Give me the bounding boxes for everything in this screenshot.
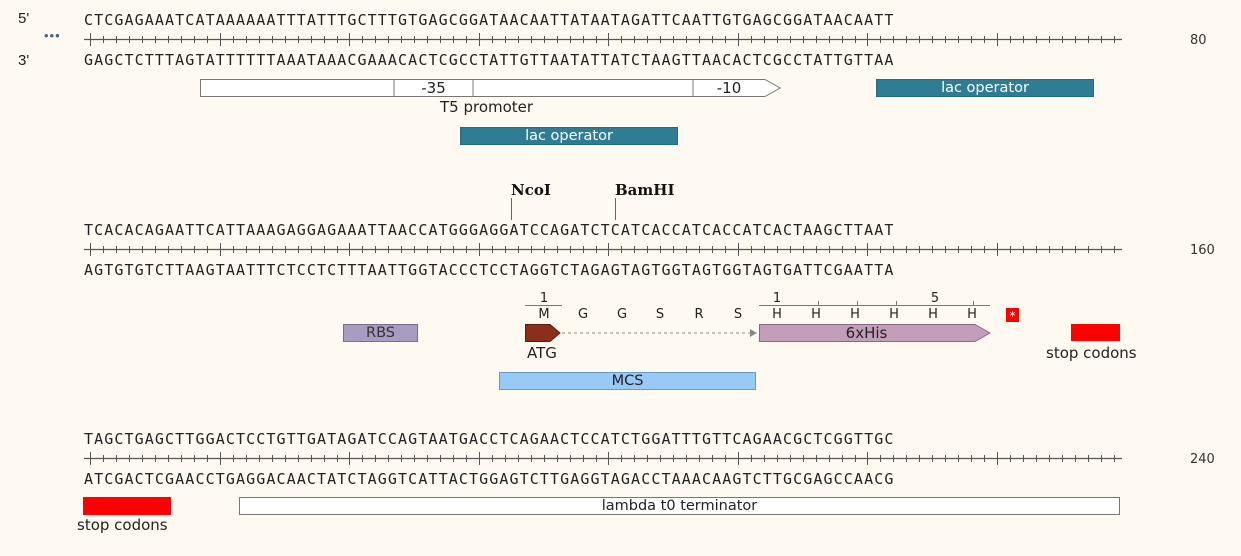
minus10-box: -10	[716, 79, 742, 97]
his-index-1: 1	[772, 291, 782, 306]
row1-top-strand: CTCGAGAAATCATAAAAAATTTATTTGCTTTGTGAGCGGA…	[84, 11, 895, 29]
atg-label: ATG	[527, 344, 557, 362]
residue: H	[850, 307, 860, 322]
three-prime-label: 3'	[18, 52, 30, 69]
row3-top-strand: TAGCTGAGCTTGGACTCCTGTTGATAGATCCAGTAATGAC…	[84, 430, 895, 448]
stop-codons-box-2[interactable]	[83, 497, 171, 515]
stop-codons-box-1[interactable]	[1071, 324, 1120, 341]
ellipsis-icon[interactable]: •••	[44, 28, 61, 43]
lac-operator-feature-1[interactable]: lac operator	[876, 79, 1094, 97]
row2-ruler	[84, 243, 1122, 256]
minus35-box: -35	[421, 79, 446, 97]
row2-bottom-strand: AGTGTGTCTTAAGTAATTTCTCCTCTTTAATTGGTACCCT…	[84, 261, 895, 279]
his-index-5: 5	[930, 291, 940, 306]
mcs-feature[interactable]: MCS	[499, 372, 756, 390]
residue: H	[889, 307, 899, 322]
residue: S	[733, 307, 743, 322]
bamhi-site-label[interactable]: BamHI	[615, 181, 675, 199]
his-tag-label[interactable]: 6xHis	[845, 324, 888, 342]
residue: H	[811, 307, 821, 322]
translation-index-1: 1	[539, 291, 549, 306]
stop-codons-label-1: stop codons	[1046, 344, 1137, 362]
residue: R	[694, 307, 704, 322]
lambda-terminator-feature[interactable]: lambda t0 terminator	[239, 497, 1120, 515]
row1-position: 80	[1190, 33, 1207, 48]
residue: G	[616, 307, 628, 322]
residue: S	[655, 307, 665, 322]
translation-ruler	[525, 301, 990, 306]
cut-site-lines	[511, 198, 616, 220]
residue: H	[928, 307, 938, 322]
row3-position: 240	[1190, 452, 1215, 467]
orf-graphics	[525, 324, 992, 342]
t5-promoter-label: T5 promoter	[440, 98, 534, 116]
t5-promoter-feature[interactable]	[200, 79, 782, 99]
row2-top-strand: TCACACAGAATTCATTAAAGAGGAGAAATTAACCATGGGA…	[84, 221, 895, 239]
rbs-feature[interactable]: RBS	[343, 324, 418, 342]
row3-ruler	[84, 452, 1122, 465]
row2-position: 160	[1190, 243, 1215, 258]
residue: H	[967, 307, 977, 322]
residue: M	[538, 307, 550, 322]
stop-codons-label-2: stop codons	[77, 516, 168, 534]
ncoi-site-label[interactable]: NcoI	[511, 181, 551, 199]
residue: H	[772, 307, 782, 322]
row3-bottom-strand: ATCGACTCGAACCTGAGGACAACTATCTAGGTCATTACTG…	[84, 470, 895, 488]
residue: G	[577, 307, 589, 322]
row1-ruler	[84, 33, 1122, 46]
stop-star-icon[interactable]: *	[1006, 308, 1019, 323]
lac-operator-feature-2[interactable]: lac operator	[460, 127, 678, 145]
row1-bottom-strand: GAGCTCTTTAGTATTTTTTAAATAAACGAAACACTCGCCT…	[84, 51, 895, 69]
five-prime-label: 5'	[18, 10, 30, 27]
